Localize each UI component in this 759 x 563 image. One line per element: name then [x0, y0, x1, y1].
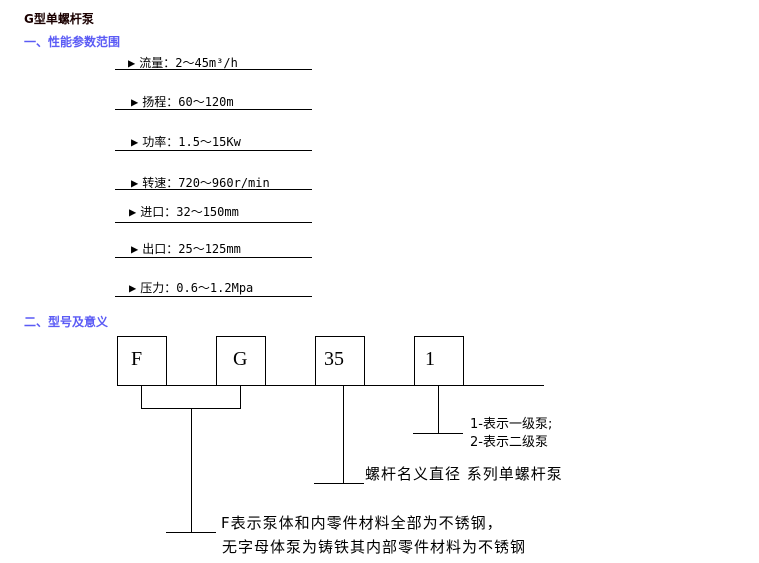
spec-inlet: ▶进口：32～150mm	[129, 203, 239, 220]
divider	[115, 222, 312, 223]
bullet-triangle-icon: ▶	[131, 135, 139, 149]
spec-value: 0.6～1.2Mpa	[176, 281, 254, 295]
divider	[115, 189, 312, 190]
spec-value: 60～120m	[178, 95, 234, 109]
spec-value: 720～960r/min	[178, 176, 270, 190]
spec-value: 32～150mm	[176, 205, 239, 219]
spec-label: 流量：	[139, 56, 176, 70]
spec-label: 出口：	[142, 242, 179, 256]
box-label-1: 1	[425, 348, 435, 370]
spec-label: 扬程：	[142, 95, 179, 109]
spec-value: 2～45m³/h	[175, 56, 238, 70]
spec-value: 25～125mm	[178, 242, 241, 256]
material-note-2: 无字母体泵为铸铁其内部零件材料为不锈钢	[222, 538, 527, 556]
bullet-triangle-icon: ▶	[128, 56, 136, 70]
spec-head: ▶扬程：60～120m	[131, 93, 234, 110]
spec-label: 转速：	[142, 176, 179, 190]
divider	[115, 296, 312, 297]
spec-speed: ▶转速：720～960r/min	[131, 174, 270, 191]
spec-outlet: ▶出口：25～125mm	[131, 240, 241, 257]
box-label-f: F	[131, 348, 143, 370]
bullet-triangle-icon: ▶	[131, 176, 139, 190]
box-1	[414, 336, 464, 386]
diameter-note: 螺杆名义直径 系列单螺杆泵	[365, 465, 563, 483]
divider	[115, 150, 312, 151]
spec-label: 功率：	[142, 135, 179, 149]
material-note-1: F表示泵体和内零件材料全部为不锈钢，	[221, 514, 503, 532]
bracket-fg	[141, 385, 241, 409]
bullet-triangle-icon: ▶	[129, 205, 137, 219]
stage-note-1: 1-表示一级泵;	[470, 417, 553, 432]
divider	[115, 109, 312, 110]
box-label-g: G	[233, 348, 248, 370]
box-label-35: 35	[324, 348, 344, 370]
page-title: G型单螺杆泵	[24, 12, 94, 26]
spec-value: 1.5～15Kw	[178, 135, 241, 149]
bullet-triangle-icon: ▶	[131, 242, 139, 256]
section-heading-model: 二、型号及意义	[24, 315, 109, 329]
section-heading-performance: 一、性能参数范围	[24, 35, 121, 49]
divider	[115, 69, 312, 70]
spec-power: ▶功率：1.5～15Kw	[131, 133, 241, 150]
spec-flow: ▶流量：2～45m³/h	[128, 54, 238, 71]
spec-label: 压力：	[140, 281, 177, 295]
bullet-triangle-icon: ▶	[129, 281, 137, 295]
divider	[115, 257, 312, 258]
stage-note-2: 2-表示二级泵	[470, 435, 548, 450]
spec-label: 进口：	[140, 205, 177, 219]
spec-pressure: ▶压力：0.6～1.2Mpa	[129, 279, 253, 296]
bullet-triangle-icon: ▶	[131, 95, 139, 109]
